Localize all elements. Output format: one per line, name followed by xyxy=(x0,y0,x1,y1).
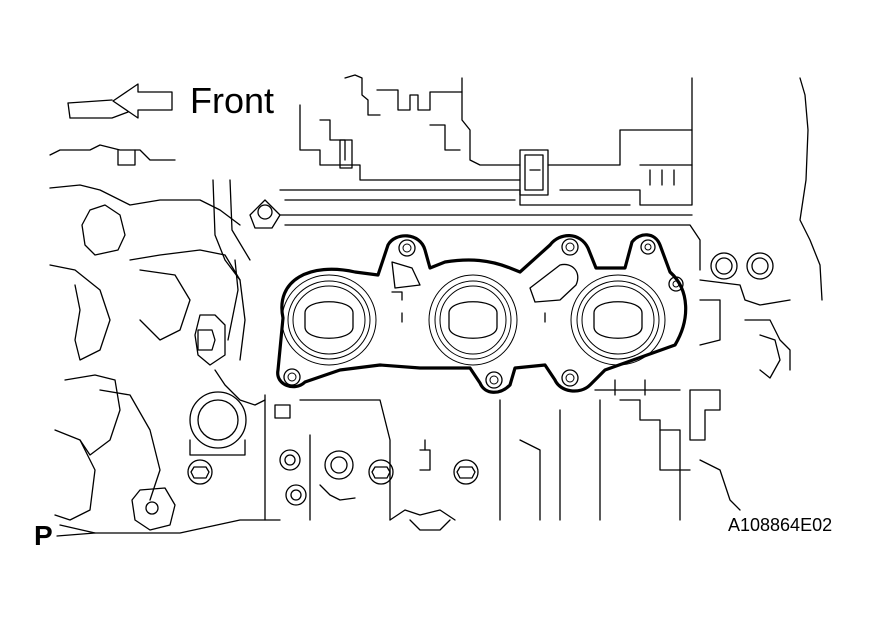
lower-engine-block xyxy=(187,379,741,531)
view-marker-leader xyxy=(56,532,96,537)
gasket-port-2 xyxy=(428,274,518,366)
right-engine-structure xyxy=(699,77,823,379)
front-label: Front xyxy=(190,80,275,121)
left-engine-structure xyxy=(49,144,281,534)
view-marker-label: P xyxy=(34,520,53,551)
left-arrow-icon xyxy=(112,83,173,119)
figure-code-label: A108864E02 xyxy=(728,515,833,535)
intake-gasket xyxy=(276,233,688,394)
gasket-port-1 xyxy=(281,274,377,366)
upper-left-bracket xyxy=(67,99,129,119)
gasket-bolt-holes xyxy=(283,238,684,389)
wire-connector xyxy=(197,259,239,351)
gasket-port-3 xyxy=(570,274,666,366)
upper-engine-block xyxy=(279,74,701,271)
